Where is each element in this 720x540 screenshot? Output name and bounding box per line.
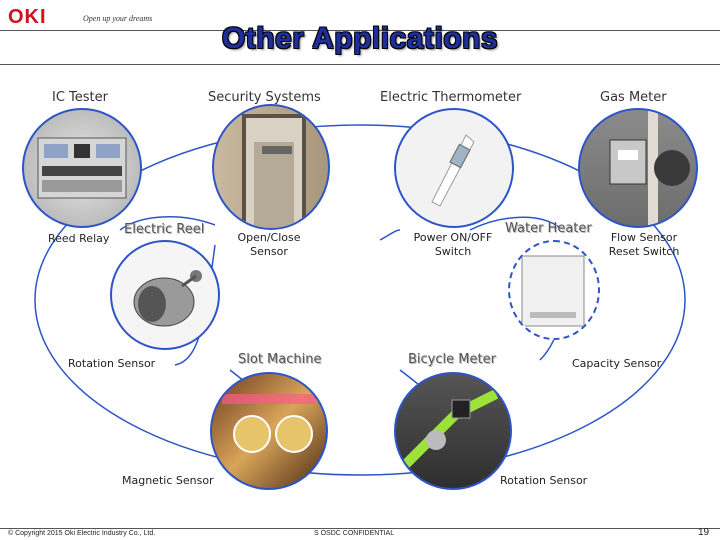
- label-open-close-line1: Open/Close: [237, 231, 301, 244]
- label-flow-line1: Flow Sensor: [610, 231, 678, 244]
- ic-tester-image: [22, 108, 142, 228]
- label-flow-line2: Reset Switch: [608, 245, 680, 258]
- footer-rule: [0, 528, 720, 529]
- connector-ring: [34, 124, 686, 476]
- logo-text: OKI: [8, 6, 47, 28]
- title-rule: [0, 64, 720, 65]
- label-water-heater: Water Heater: [505, 221, 592, 236]
- label-capacity-sensor: Capacity Sensor: [572, 357, 662, 370]
- gas-meter-image: [578, 108, 698, 228]
- label-rotation-sensor-right: Rotation Sensor: [500, 474, 588, 487]
- label-bicycle-meter: Bicycle Meter: [408, 352, 496, 367]
- oki-logo: OKI Open up your dreams: [8, 6, 178, 28]
- top-rule: [0, 30, 720, 31]
- security-systems-image: [212, 104, 330, 230]
- electric-thermometer-image: [394, 108, 514, 228]
- label-electric-thermometer: Electric Thermometer: [380, 90, 522, 105]
- label-open-close-line2: Sensor: [250, 245, 288, 258]
- slot-machine-image: [210, 372, 328, 490]
- label-rotation-sensor-left: Rotation Sensor: [68, 357, 156, 370]
- label-slot-machine: Slot Machine: [238, 352, 322, 367]
- label-power-switch: Power ON/OFF Switch: [408, 231, 498, 259]
- label-magnetic-sensor: Magnetic Sensor: [122, 474, 214, 487]
- label-flow-sensor: Flow Sensor Reset Switch: [604, 231, 684, 259]
- tagline: Open up your dreams: [83, 14, 153, 23]
- footer-copyright: © Copyright 2015 Oki Electric Industry C…: [8, 530, 156, 537]
- label-security-systems: Security Systems: [208, 90, 321, 105]
- page-title: Other Applications: [221, 22, 499, 55]
- label-reed-relay: Reed Relay: [48, 232, 110, 245]
- label-electric-reel: Electric Reel: [124, 222, 205, 237]
- electric-reel-image: [110, 240, 220, 350]
- label-gas-meter: Gas Meter: [600, 90, 667, 105]
- bicycle-meter-image: [394, 372, 512, 490]
- page-number: 19: [698, 527, 710, 538]
- water-heater-image: [508, 240, 600, 340]
- label-open-close-sensor: Open/Close Sensor: [232, 231, 306, 259]
- label-power-line1: Power ON/OFF: [413, 231, 493, 244]
- label-ic-tester: IC Tester: [52, 90, 108, 105]
- footer-confidential: S OSDC CONFIDENTIAL: [314, 530, 395, 537]
- label-power-line2: Switch: [434, 245, 472, 258]
